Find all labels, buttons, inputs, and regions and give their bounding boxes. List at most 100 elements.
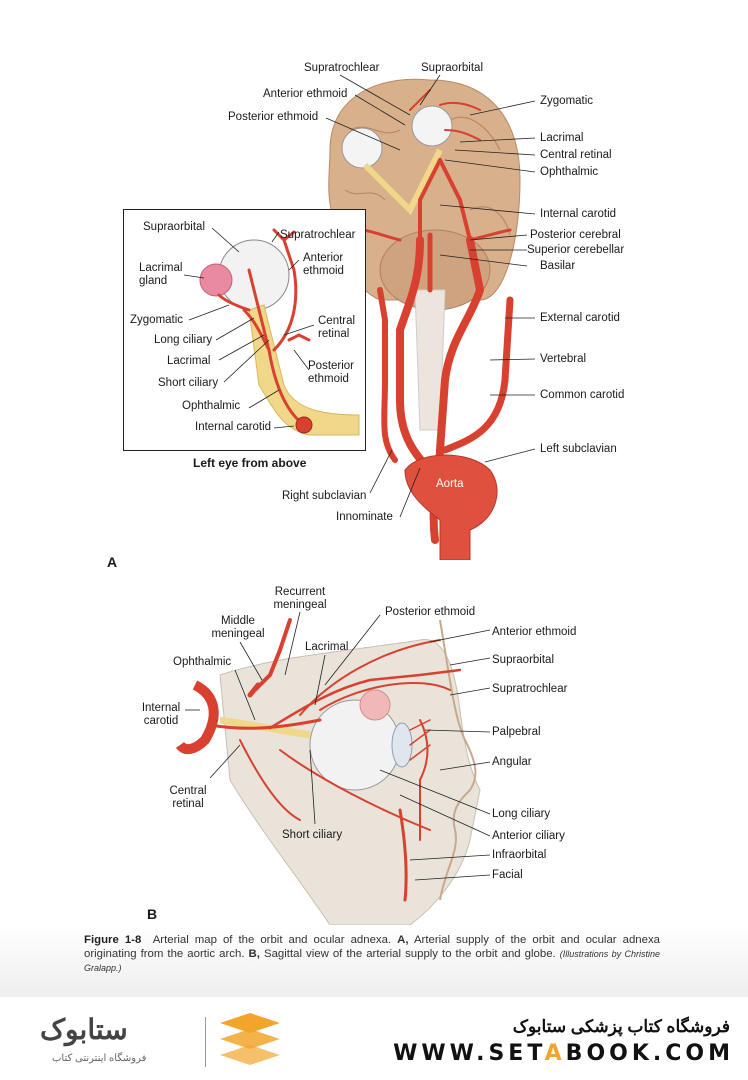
inset-label-posterior-ethmoid-2: ethmoid <box>308 373 349 385</box>
caption-text-3: Sagittal view of the arterial supply to … <box>263 948 556 960</box>
inset-label-long-ciliary: Long ciliary <box>154 334 213 346</box>
caption-a-marker: A, <box>397 934 409 946</box>
label-central-retinal: Central retinal <box>540 149 612 161</box>
inset-label-anterior-ethmoid-2: ethmoid <box>303 265 344 277</box>
lacrimal-gland <box>199 263 233 297</box>
inset-label-posterior-ethmoid-1: Posterior <box>308 360 355 372</box>
label-anterior-ciliary-b: Anterior ciliary <box>492 830 565 842</box>
label-long-ciliary-b: Long ciliary <box>492 808 551 820</box>
inset-label-supratrochlear: Supratrochlear <box>280 229 356 241</box>
caption-figure-number: Figure 1-8 <box>84 934 142 946</box>
label-superior-cerebellar: Superior cerebellar <box>527 244 625 256</box>
label-posterior-ethmoid-b: Posterior ethmoid <box>385 606 476 618</box>
inset-caption: Left eye from above <box>193 456 307 470</box>
label-internal-carotid-b-2: carotid <box>143 715 179 727</box>
label-supraorbital-b: Supraorbital <box>492 654 555 666</box>
label-internal-carotid: Internal carotid <box>540 208 617 220</box>
lacrimal-gland-b <box>359 689 391 721</box>
label-zygomatic: Zygomatic <box>540 95 594 107</box>
caption-credit: (Illustrations by Christine Gralapp.) <box>84 949 661 973</box>
label-supratrochlear-b: Supratrochlear <box>492 683 568 695</box>
footer-banner: ستابوک فروشگاه اینترنتی کتاب فروشگاه کتا… <box>0 997 748 1080</box>
caption-b-marker: B, <box>248 948 260 960</box>
brand-subtitle: فروشگاه اینترنتی کتاب <box>52 1053 147 1064</box>
internal-carotid-b <box>175 680 219 755</box>
label-external-carotid: External carotid <box>540 312 620 324</box>
label-facial: Facial <box>492 869 523 881</box>
label-innominate: Innominate <box>336 511 393 523</box>
label-anterior-ethmoid-b: Anterior ethmoid <box>492 626 577 638</box>
inset-label-supraorbital: Supraorbital <box>143 221 206 233</box>
label-aorta: Aorta <box>436 478 464 490</box>
panel-b-illustration <box>175 611 491 926</box>
inset-label-lacrimal-gland-1: Lacrimal <box>139 262 183 274</box>
label-lacrimal: Lacrimal <box>540 132 584 144</box>
left-globe <box>411 105 453 147</box>
inset-box <box>123 209 366 451</box>
inset-arteries <box>217 228 311 427</box>
label-posterior-cerebral: Posterior cerebral <box>530 229 621 241</box>
inset-label-lacrimal-gland-2: gland <box>139 275 168 287</box>
inset-internal-carotid <box>295 416 313 434</box>
inset-label-lacrimal: Lacrimal <box>167 355 211 367</box>
leader-lines-a <box>325 74 536 518</box>
shop-name: فروشگاه کتاب پزشکی ستابوک <box>512 1017 730 1036</box>
label-left-subclavian: Left subclavian <box>540 443 617 455</box>
label-anterior-ethmoid: Anterior ethmoid <box>263 88 348 100</box>
inset-label-short-ciliary: Short ciliary <box>158 377 219 389</box>
label-common-carotid: Common carotid <box>540 389 625 401</box>
face-profile <box>439 619 477 901</box>
shop-url[interactable]: WWW.SETABOOK.COM <box>393 1041 734 1066</box>
label-posterior-ethmoid: Posterior ethmoid <box>228 111 319 123</box>
label-vertebral: Vertebral <box>540 353 587 365</box>
label-short-ciliary-b: Short ciliary <box>282 829 343 841</box>
label-lacrimal-b: Lacrimal <box>305 641 349 653</box>
label-central-retinal-b-1: Central <box>169 785 207 797</box>
inset-label-central-retinal-1: Central <box>318 315 356 327</box>
label-middle-meningeal-1: Middle <box>221 615 255 627</box>
brand-wordmark: ستابوک <box>40 1014 128 1045</box>
brain-folds <box>344 116 511 236</box>
url-part-3: BOOK.COM <box>565 1041 734 1066</box>
panel-b-figure: Recurrent meningeal Middle meningeal Pos… <box>0 580 748 930</box>
optic-nerves <box>362 148 443 216</box>
caption-text-1: Arterial map of the orbit and ocular adn… <box>152 934 392 946</box>
cornea-b <box>391 722 413 768</box>
label-ophthalmic-b: Ophthalmic <box>173 656 232 668</box>
leader-lines-b <box>185 611 491 881</box>
inset-label-internal-carotid: Internal carotid <box>195 421 272 433</box>
inset-illustration <box>183 227 360 436</box>
url-part-1: WWW.SET <box>393 1041 545 1066</box>
inset-label-central-retinal-2: retinal <box>318 328 350 340</box>
label-recurrent-meningeal-1: Recurrent <box>274 586 326 598</box>
caption-text-2: Arterial supply of the orbit and ocular … <box>84 934 660 960</box>
footer-divider <box>205 1017 206 1067</box>
label-ophthalmic: Ophthalmic <box>540 166 599 178</box>
label-recurrent-meningeal-2: meningeal <box>273 599 327 611</box>
label-supratrochlear: Supratrochlear <box>304 62 380 74</box>
label-basilar: Basilar <box>540 260 576 272</box>
panel-a-letter: A <box>107 554 118 570</box>
caption-band <box>0 925 748 997</box>
label-right-subclavian: Right subclavian <box>282 490 367 502</box>
url-part-accent: A <box>544 1041 566 1066</box>
label-palpebral: Palpebral <box>492 726 541 738</box>
aorta-arch <box>404 454 498 560</box>
panel-a-illustration <box>325 74 536 560</box>
label-internal-carotid-b-1: Internal <box>141 702 181 714</box>
inset-label-ophthalmic: Ophthalmic <box>182 400 241 412</box>
panel-a-figure: Supratrochlear Supraorbital Anterior eth… <box>107 62 625 570</box>
inset-label-anterior-ethmoid-1: Anterior <box>303 252 344 264</box>
label-supraorbital: Supraorbital <box>421 62 484 74</box>
inset-label-zygomatic: Zygomatic <box>130 314 184 326</box>
label-central-retinal-b-2: retinal <box>172 798 204 810</box>
label-angular: Angular <box>492 756 532 768</box>
figure-caption: Figure 1-8 Arterial map of the orbit and… <box>84 933 660 975</box>
arteries-b <box>208 618 462 902</box>
brand-logo-mark <box>220 1013 280 1065</box>
label-middle-meningeal-2: meningeal <box>211 628 265 640</box>
panel-b-letter: B <box>147 906 158 922</box>
label-infraorbital: Infraorbital <box>492 849 547 861</box>
inset-leader-lines <box>183 227 315 429</box>
inset-optic-nerve <box>248 304 360 436</box>
